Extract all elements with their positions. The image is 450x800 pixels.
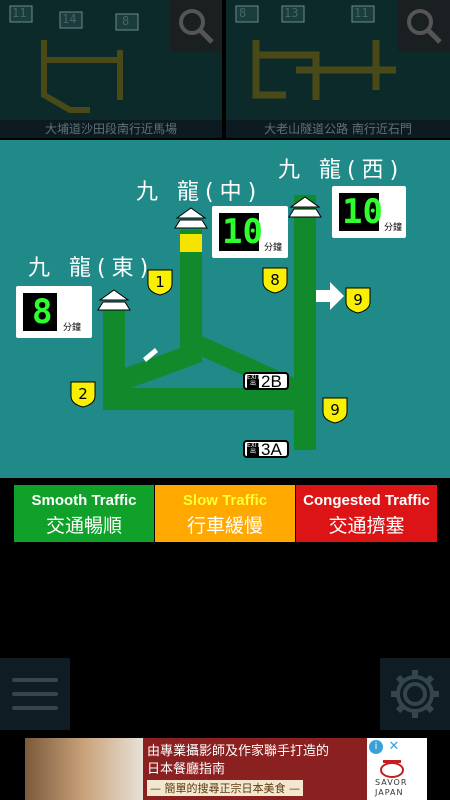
mini-time-1c: 8 [122,14,130,28]
camera-thumbnail-2[interactable]: 8 13 11 大老山隧道公路 南行近石門 [226,0,450,138]
route-shield: 9 [345,286,371,314]
menu-button[interactable] [0,658,70,730]
region-label-west: 九 龍(西) [278,158,405,183]
exit-arrow [316,282,344,310]
region-label-east: 九 龍(東) [28,256,155,281]
slow-segment [180,234,202,252]
thumbnail-search-button[interactable] [170,0,222,52]
mini-time-2a: 8 [239,6,247,20]
ad-brand-bottom: JAPAN [375,788,404,797]
legend-smooth-zh: 交通暢順 [45,515,122,537]
search-icon [179,9,214,44]
exit-sign-2b: EXIT 出 2B [243,372,289,391]
journey-time-west: 10 [342,192,383,232]
journey-time-board-east: 8 分鐘 [16,286,92,338]
ad-text-panel: 由專業攝影師及作家聯手打造的 日本餐廳指南 — 簡單的搜尋正宗日本美食 — [143,738,367,800]
thumbnail-search-button[interactable] [398,0,450,52]
journey-time-east: 8 [32,292,53,332]
route-shield: 1 [147,268,173,296]
legend-slow-en: Slow Traffic [182,492,268,509]
mini-time-1a: 11 [12,6,27,20]
exit-sign-3a: EXIT 出 3A [243,440,289,459]
settings-button[interactable] [380,658,450,730]
route-shield: 9 [322,396,348,424]
legend-slow: Slow Traffic 行車緩慢 [155,485,295,542]
ad-brand-top: SAVOR [375,778,408,787]
journey-time-board-west: 10 分鐘 [332,186,406,238]
ad-line-1: 由專業攝影師及作家聯手打造的 [147,744,330,759]
thumbnail-caption: 大老山隧道公路 南行近石門 [226,120,450,138]
route-shield: 8 [262,266,288,294]
ad-image [25,738,143,800]
journey-time-board-central: 10 分鐘 [212,206,288,258]
ad-close-icon[interactable]: ✕ [388,739,400,754]
gear-icon [391,670,439,718]
journey-time-central: 10 [222,212,263,252]
legend-congested-en: Congested Traffic [303,492,430,509]
thumbnail-caption: 大埔道沙田段南行近馬場 [0,120,222,138]
legend-congested: Congested Traffic 交通擠塞 [296,485,437,542]
legend-smooth-en: Smooth Traffic [31,492,137,509]
ad-line-3: — 簡單的搜尋正宗日本美食 — [147,780,303,796]
camera-thumbnail-1[interactable]: 11 14 8 大埔道沙田段南行近馬場 [0,0,222,138]
search-icon [407,9,442,44]
ad-info-icon[interactable]: i [369,740,383,754]
ad-line-2: 日本餐廳指南 [147,762,226,777]
legend-congested-zh: 交通擠塞 [328,515,405,537]
legend-smooth: Smooth Traffic 交通暢順 [14,485,154,542]
route-shield: 2 [70,380,96,408]
time-unit: 分鐘 [264,243,283,253]
region-label-central: 九 龍(中) [136,180,263,205]
ad-banner[interactable]: 由專業攝影師及作家聯手打造的 日本餐廳指南 — 簡單的搜尋正宗日本美食 — i … [25,738,427,800]
mini-time-2c: 11 [354,6,369,20]
mini-map-2 [235,5,396,100]
mini-time-1b: 14 [62,12,77,26]
hamburger-icon [0,658,70,730]
time-unit: 分鐘 [63,323,82,333]
entry-arrow [143,348,158,362]
mini-time-2b: 13 [284,6,299,20]
mini-map-1 [9,5,139,113]
journey-time-map: 九 龍(東) 九 龍(中) 九 龍(西) 8 分鐘 10 分鐘 10 分鐘 1 … [0,140,450,478]
legend-slow-zh: 行車緩慢 [186,515,263,537]
time-unit: 分鐘 [384,223,403,233]
ad-brand-logo [380,760,404,778]
